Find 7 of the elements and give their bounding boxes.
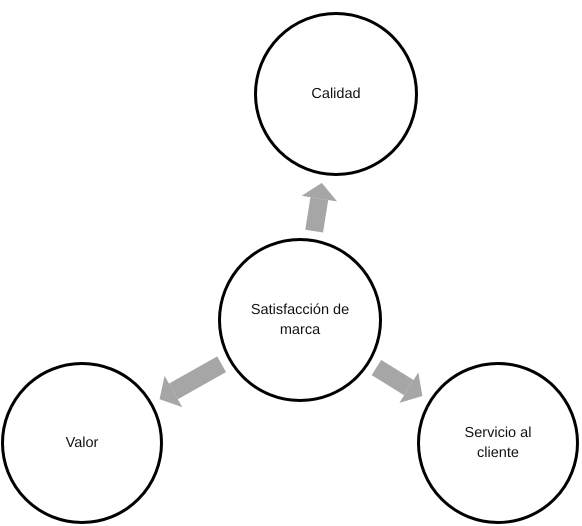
node-label: Calidad — [311, 84, 361, 104]
node-label: Servicio al cliente — [464, 424, 532, 463]
block-arrow — [160, 356, 226, 408]
node-label: Valor — [66, 434, 98, 453]
node-label: Satisfacción de marca — [250, 300, 350, 340]
block-arrow — [302, 182, 338, 233]
block-arrow — [372, 360, 422, 403]
